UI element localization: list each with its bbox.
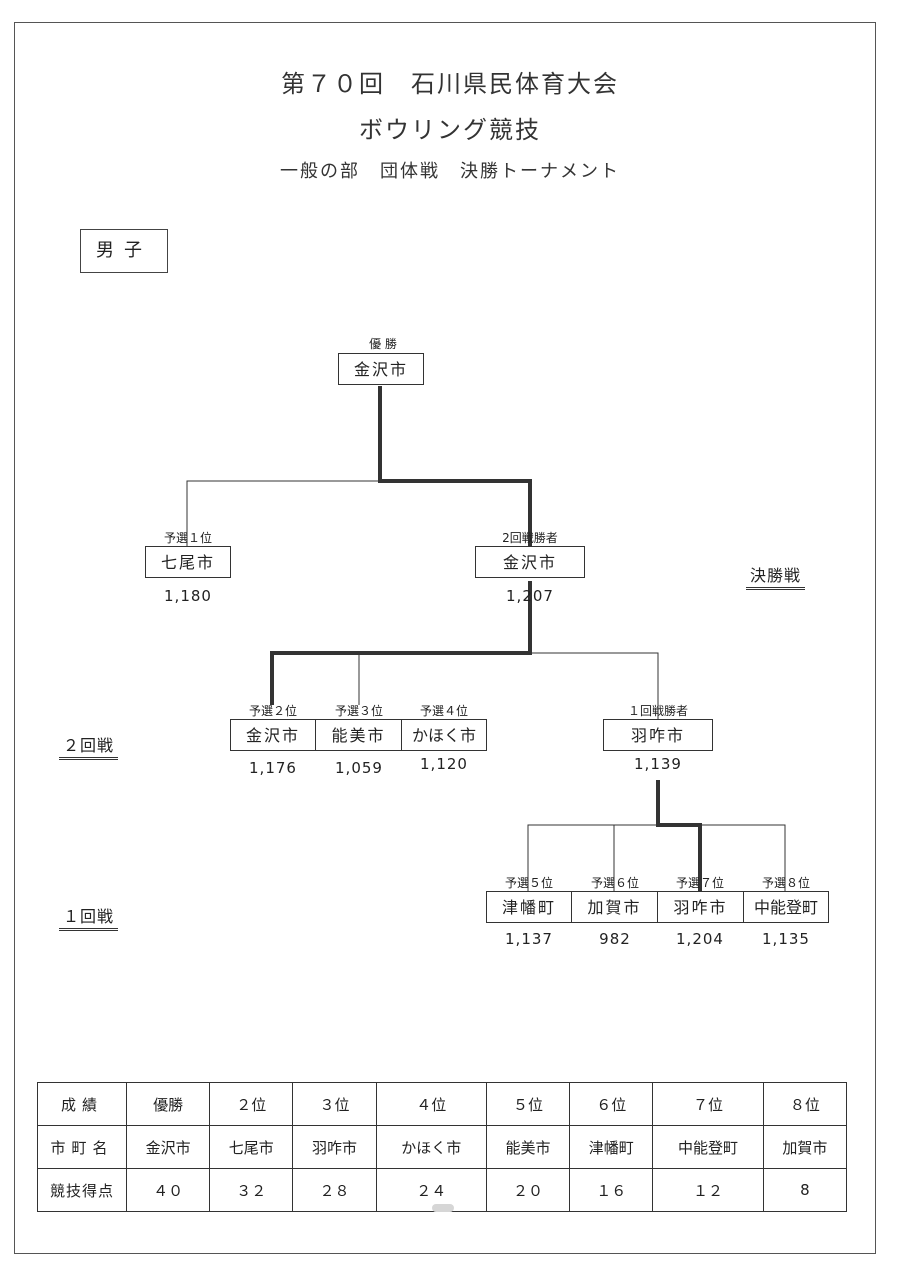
second-round-score: 1,120	[420, 755, 468, 773]
first-round-score: 1,137	[505, 930, 553, 948]
points-cell: ２０	[485, 1168, 571, 1212]
team-cell: 中能登町	[652, 1125, 764, 1169]
final-left-label: 予選１位	[163, 531, 212, 545]
scan-smudge	[432, 1204, 454, 1212]
points-cell: ３２	[209, 1168, 294, 1212]
table-row: 競技得点 ４０ ３２ ２８ ２４ ２０ １６ １２ 8	[37, 1168, 848, 1212]
gender-label: 男子	[80, 229, 168, 273]
second-round-team: 金沢市	[230, 719, 316, 751]
first-winner-team: 羽咋市	[603, 719, 713, 751]
table-row: 市町名 金沢市 七尾市 羽咋市 かほく市 能美市 津幡町 中能登町 加賀市	[37, 1125, 848, 1169]
points-cell: １６	[569, 1168, 654, 1212]
team-cell: 能美市	[485, 1125, 571, 1169]
points-cell: ２８	[292, 1168, 377, 1212]
round-label-final: 決勝戦	[746, 562, 806, 590]
results-table: 成績 優勝 ２位 ３位 ４位 ５位 ６位 ７位 ８位 市町名 金沢市 七尾市 羽…	[37, 1082, 848, 1212]
second-round-team: かほく市	[401, 719, 487, 751]
points-cell: １２	[652, 1168, 764, 1212]
team-cell: 津幡町	[569, 1125, 654, 1169]
points-cell: 8	[762, 1168, 848, 1212]
final-right-team: 金沢市	[475, 546, 585, 578]
first-round-team: 津幡町	[486, 891, 572, 923]
points-cell: ２４	[375, 1168, 487, 1212]
first-winner-label: １回戦勝者	[627, 704, 688, 718]
second-round-label: 予選４位	[419, 704, 468, 718]
rank-cell: ４位	[375, 1082, 487, 1126]
rank-cell: ７位	[652, 1082, 764, 1126]
team-cell: 七尾市	[209, 1125, 294, 1169]
team-cell: かほく市	[375, 1125, 487, 1169]
row-header: 成績	[37, 1082, 127, 1126]
team-cell: 加賀市	[762, 1125, 848, 1169]
round-label-first: １回戦	[59, 903, 119, 931]
points-cell: ４０	[125, 1168, 211, 1212]
final-left-team: 七尾市	[145, 546, 231, 578]
rank-cell: ８位	[762, 1082, 848, 1126]
rank-cell: ３位	[292, 1082, 377, 1126]
champion-team: 金沢市	[338, 353, 424, 385]
page-border	[14, 22, 876, 1254]
second-connector-thin	[530, 652, 659, 719]
second-round-score: 1,176	[249, 759, 297, 777]
final-right-score: 1,207	[506, 587, 554, 605]
first-round-label: 予選６位	[590, 876, 639, 890]
second-round-label: 予選３位	[334, 704, 383, 718]
table-row: 成績 優勝 ２位 ３位 ４位 ５位 ６位 ７位 ８位	[37, 1082, 848, 1126]
first-round-label: 予選７位	[675, 876, 724, 890]
second-winner-path	[270, 581, 532, 705]
final-right-label: 2回戦勝者	[502, 531, 558, 545]
row-header: 市町名	[37, 1125, 127, 1169]
rank-cell: ６位	[569, 1082, 654, 1126]
first-round-label: 予選８位	[761, 876, 810, 890]
second-round-label: 予選２位	[248, 704, 297, 718]
first-round-label: 予選５位	[504, 876, 553, 890]
rank-cell: 優勝	[125, 1082, 211, 1126]
first-round-score: 1,204	[676, 930, 724, 948]
second-round-team: 能美市	[315, 719, 402, 751]
page-title: 第７０回 石川県民体育大会	[281, 70, 619, 98]
champion-label: 優 勝	[369, 337, 397, 351]
first-winner-score: 1,139	[634, 755, 682, 773]
team-cell: 羽咋市	[292, 1125, 377, 1169]
team-cell: 金沢市	[125, 1125, 211, 1169]
final-connector-left	[186, 480, 380, 546]
first-winner-path	[656, 780, 702, 891]
event-subtitle: 一般の部 団体戦 決勝トーナメント	[280, 161, 620, 182]
first-round-team: 羽咋市	[657, 891, 744, 923]
rank-cell: ５位	[485, 1082, 571, 1126]
round-label-second: ２回戦	[59, 732, 119, 760]
first-round-score: 1,135	[762, 930, 810, 948]
final-left-score: 1,180	[164, 587, 212, 605]
second-round-score: 1,059	[335, 759, 383, 777]
final-winner-path	[378, 386, 532, 546]
rank-cell: ２位	[209, 1082, 294, 1126]
row-header: 競技得点	[37, 1168, 127, 1212]
first-round-score: 982	[599, 930, 631, 948]
first-round-team: 中能登町	[743, 891, 829, 923]
first-round-team: 加賀市	[571, 891, 658, 923]
event-title: ボウリング競技	[359, 116, 541, 144]
